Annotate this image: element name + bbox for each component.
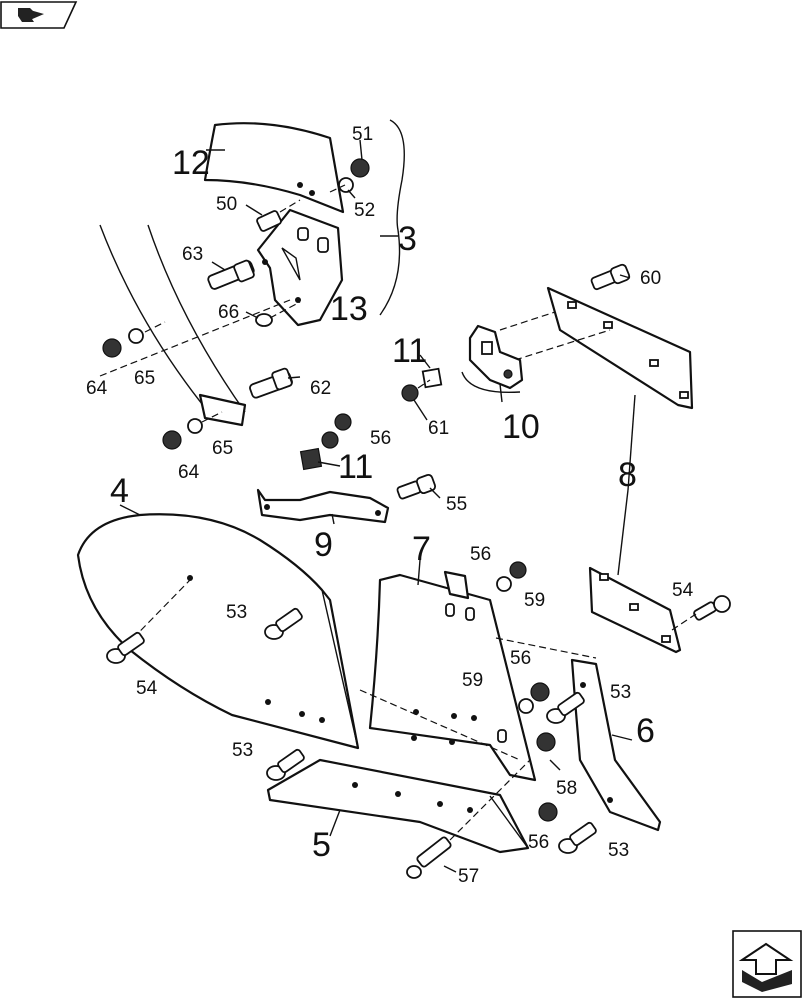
callout-55: 55: [446, 494, 467, 515]
callout-62: 62: [310, 378, 331, 399]
callout-7: 7: [412, 530, 431, 568]
back-arrow-icon[interactable]: [0, 0, 80, 30]
callout-11-lower: 11: [338, 448, 373, 486]
page-navigation-box[interactable]: [732, 930, 802, 998]
callout-56-bottom: 56: [528, 832, 549, 853]
callout-57: 57: [458, 866, 479, 887]
callout-65-lower: 65: [212, 438, 233, 459]
callout-58: 58: [556, 778, 577, 799]
callout-64-upper: 64: [86, 378, 108, 399]
part-11-upper-plate: [421, 367, 443, 389]
callout-13: 13: [330, 290, 368, 328]
callout-53-share: 53: [232, 740, 253, 761]
callout-53-landside-bottom: 53: [608, 840, 629, 861]
callout-5: 5: [312, 826, 331, 864]
callout-54-right: 54: [672, 580, 694, 601]
back-navigation-tab[interactable]: [0, 0, 80, 30]
hardware-upper: [99, 158, 370, 450]
leader-lines: [119, 139, 636, 873]
callout-10: 10: [502, 408, 540, 446]
callout-64-lower: 64: [178, 462, 200, 483]
callout-56-right: 56: [510, 648, 531, 669]
part-10-hitch: [468, 324, 524, 390]
part-8-upper-plate: [546, 286, 694, 410]
bracket-3-line: [379, 119, 405, 316]
part-5-share: [266, 758, 530, 854]
callout-53-landside-top: 53: [610, 682, 631, 703]
page-navigation-icon[interactable]: [732, 930, 802, 998]
callout-63: 63: [182, 244, 203, 265]
part-6-landside: [570, 658, 662, 832]
callout-56-mid: 56: [470, 544, 491, 565]
callout-59-lower: 59: [462, 670, 483, 691]
callout-59-upper: 59: [524, 590, 545, 611]
callout-3: 3: [398, 220, 417, 258]
part-12-plate: [203, 122, 345, 214]
callout-65-upper: 65: [134, 368, 155, 389]
callout-50: 50: [216, 194, 237, 215]
part-9-bar: [256, 488, 390, 524]
callout-9: 9: [314, 526, 333, 564]
leg-frame: [99, 224, 247, 427]
callout-54-left: 54: [136, 678, 158, 699]
callout-labels: 3 4 5 6 7 8 9 10 11 11 12 13 50 51 52 53…: [86, 124, 694, 887]
callout-8: 8: [618, 456, 637, 494]
callout-66: 66: [218, 302, 239, 323]
callout-61: 61: [428, 418, 449, 439]
callout-60: 60: [640, 268, 661, 289]
callout-6: 6: [636, 712, 655, 750]
callout-52: 52: [354, 200, 375, 221]
callout-51: 51: [352, 124, 373, 145]
callout-53-mouldboard: 53: [226, 602, 247, 623]
callout-12: 12: [172, 144, 210, 182]
callout-56-upper: 56: [370, 428, 391, 449]
callout-4: 4: [110, 472, 129, 510]
callout-11-upper: 11: [392, 332, 427, 370]
